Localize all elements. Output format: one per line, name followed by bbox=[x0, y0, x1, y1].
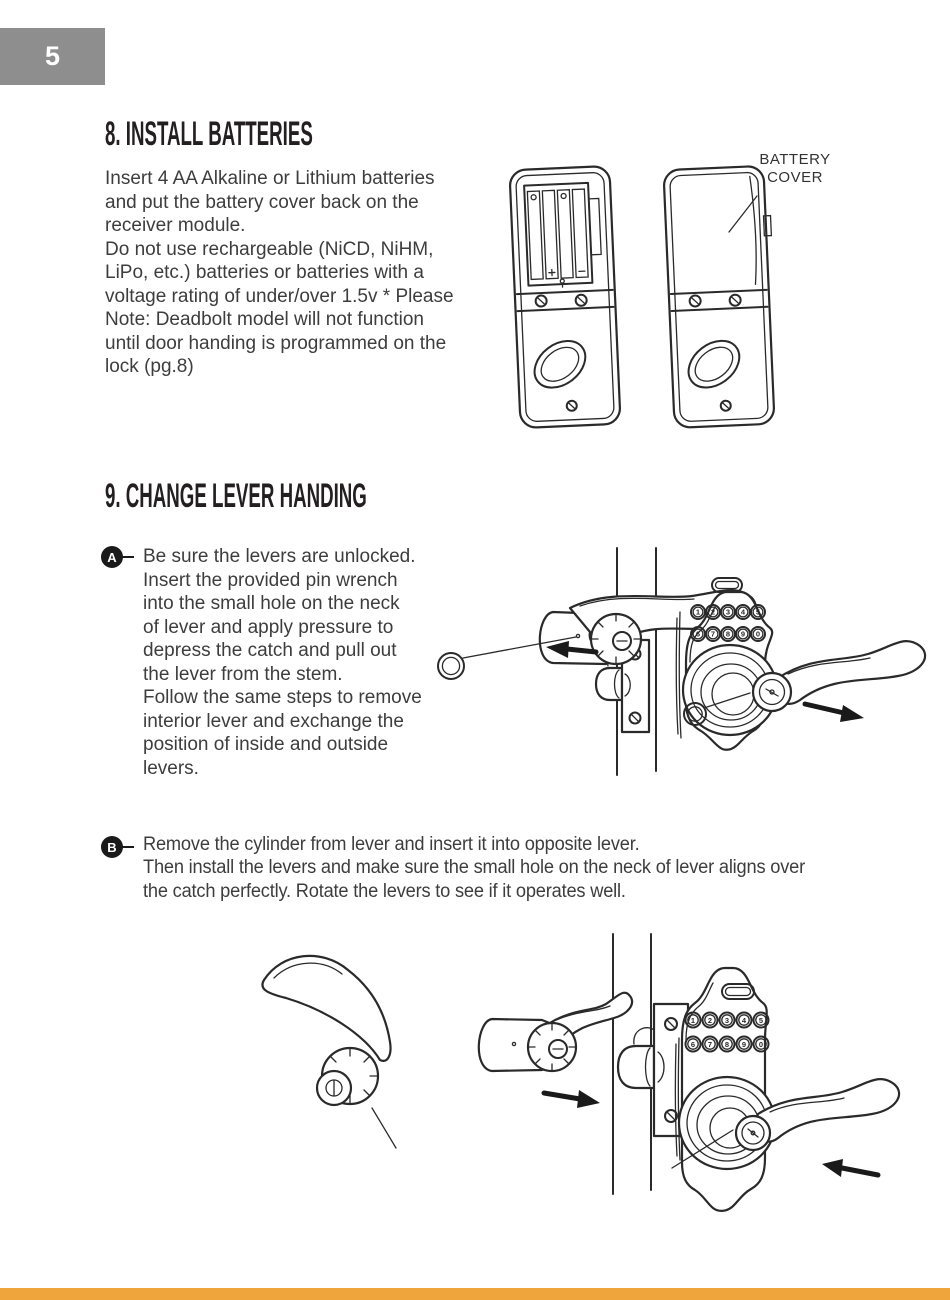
section-8-heading: 8. INSTALL BATTERIES bbox=[105, 115, 313, 153]
leader-line bbox=[372, 1108, 396, 1148]
cylinder-swap-figure: 1 2 3 4 5 6 7 8 9 0 bbox=[230, 918, 930, 1218]
step-b-text: Remove the cylinder from lever and inser… bbox=[143, 834, 805, 902]
lever-removal-figure: 1 2 3 4 5 6 7 8 9 0 bbox=[420, 542, 950, 787]
lever-inserting bbox=[479, 993, 632, 1071]
pin-wrench-rod bbox=[463, 637, 576, 658]
step-b-badge-connector bbox=[122, 846, 134, 849]
thumbturn-oval bbox=[526, 331, 595, 397]
svg-text:4: 4 bbox=[741, 608, 746, 617]
svg-text:9: 9 bbox=[742, 1040, 746, 1049]
screw-icon bbox=[575, 295, 586, 306]
exterior-lever bbox=[684, 641, 925, 725]
battery-contact bbox=[531, 195, 536, 200]
pin-wrench-loop bbox=[438, 653, 464, 679]
arrow-left-icon bbox=[546, 641, 596, 658]
step-b-badge: B bbox=[101, 836, 123, 858]
battery-cover-label: BATTERY COVER bbox=[759, 151, 831, 186]
footer-accent-bar bbox=[0, 1288, 950, 1300]
label-leader-line bbox=[729, 196, 757, 232]
svg-text:7: 7 bbox=[711, 630, 715, 639]
section-8-body: Insert 4 AA Alkaline or Lithium batterie… bbox=[105, 168, 454, 377]
section-9-heading: 9. CHANGE LEVER HANDING bbox=[105, 477, 367, 515]
exterior-lever bbox=[736, 1079, 899, 1150]
svg-text:3: 3 bbox=[726, 608, 730, 617]
latch-bolt bbox=[618, 1004, 688, 1136]
keypad-buttons: 1 2 3 4 5 6 7 8 9 0 bbox=[686, 1013, 769, 1052]
page-number: 5 bbox=[44, 41, 61, 71]
svg-text:2: 2 bbox=[711, 608, 715, 617]
svg-text:5: 5 bbox=[759, 1016, 763, 1025]
page-number-box: 5 bbox=[0, 28, 105, 85]
svg-text:1: 1 bbox=[696, 608, 700, 617]
arrow-left-icon bbox=[822, 1159, 878, 1177]
svg-text:6: 6 bbox=[696, 630, 700, 639]
lever-with-cylinder bbox=[262, 956, 396, 1148]
step-a-badge: A bbox=[101, 546, 123, 568]
svg-text:0: 0 bbox=[759, 1040, 763, 1049]
svg-text:8: 8 bbox=[725, 1040, 729, 1049]
receiver-module-covered bbox=[663, 166, 779, 428]
screw-icon bbox=[535, 295, 546, 306]
receiver-module-open bbox=[509, 166, 620, 428]
step-a-text: Be sure the levers are unlocked. Insert … bbox=[143, 546, 422, 779]
keypad-lock: 1 2 3 4 5 6 7 8 9 0 bbox=[676, 578, 777, 750]
spline-notches bbox=[591, 614, 641, 664]
svg-text:8: 8 bbox=[726, 630, 730, 639]
pin-wrench-loop bbox=[684, 703, 706, 725]
battery-install-figure bbox=[505, 140, 950, 460]
screw-icon bbox=[567, 401, 577, 411]
keypad-buttons: 1 2 3 4 5 6 7 8 9 0 bbox=[691, 605, 765, 641]
indicator-slot bbox=[712, 578, 742, 592]
arrow-right-icon bbox=[544, 1090, 600, 1108]
svg-text:1: 1 bbox=[691, 1016, 695, 1025]
step-a-badge-connector bbox=[122, 556, 134, 559]
svg-text:3: 3 bbox=[725, 1016, 729, 1025]
svg-text:6: 6 bbox=[691, 1040, 695, 1049]
indicator-slot bbox=[722, 984, 754, 999]
pin-wrench-rod bbox=[704, 693, 750, 708]
svg-text:4: 4 bbox=[742, 1016, 747, 1025]
svg-text:0: 0 bbox=[756, 630, 760, 639]
pin-wrench-rod bbox=[672, 1130, 733, 1168]
arrow-right-icon bbox=[805, 704, 864, 722]
svg-text:2: 2 bbox=[708, 1016, 712, 1025]
svg-text:9: 9 bbox=[741, 630, 745, 639]
svg-text:5: 5 bbox=[756, 608, 760, 617]
svg-text:7: 7 bbox=[708, 1040, 712, 1049]
